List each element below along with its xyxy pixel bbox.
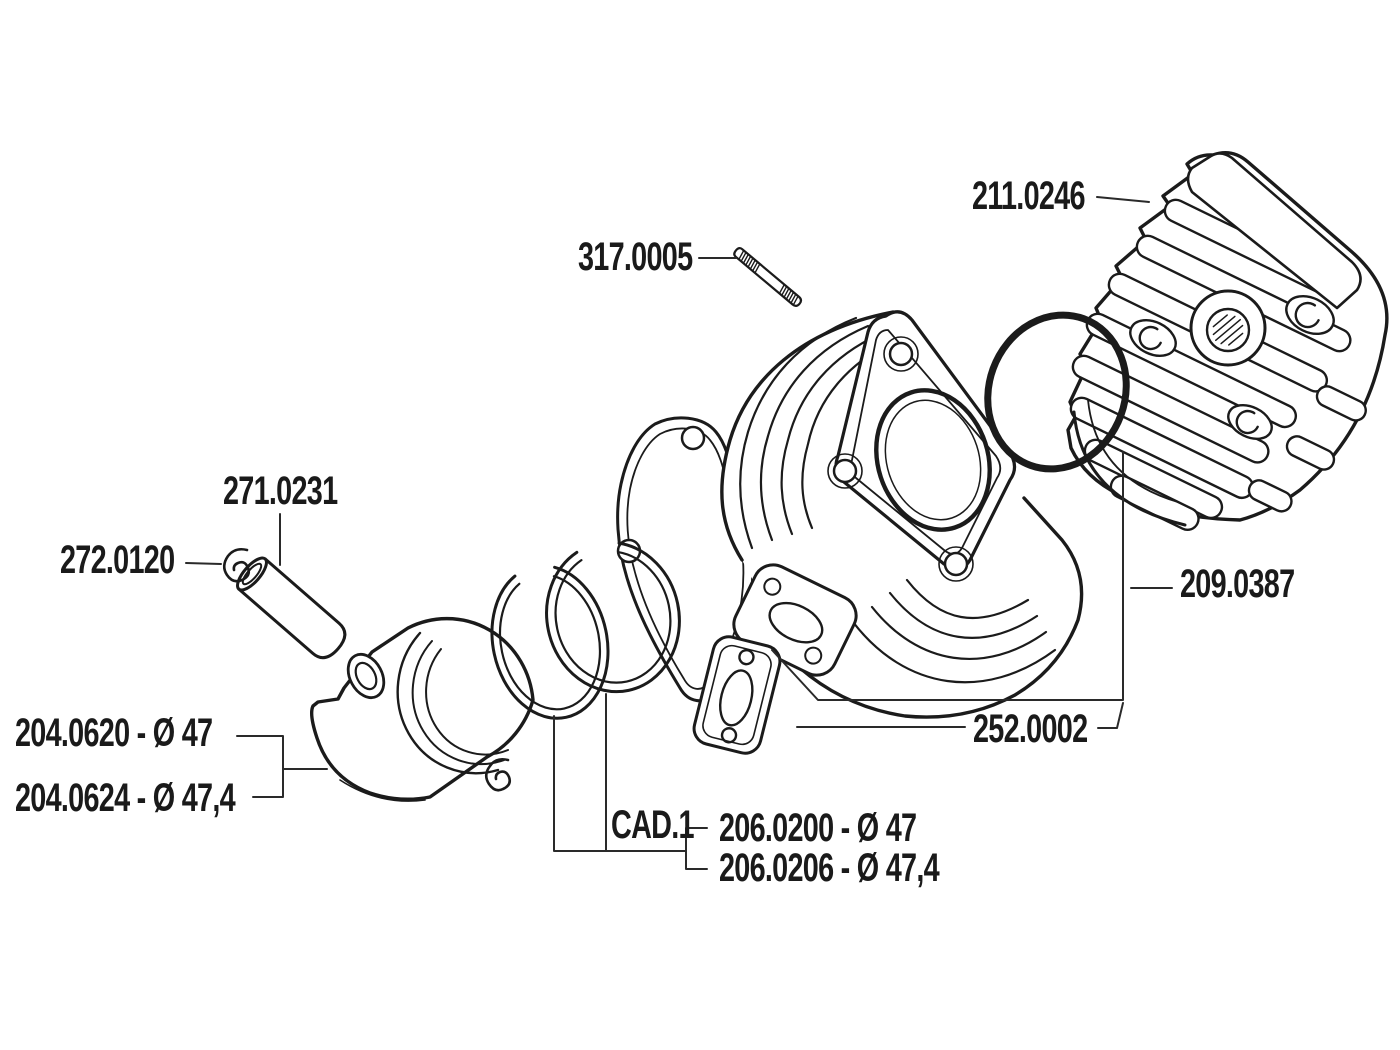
piston-drawing [309, 617, 535, 802]
label-ring-set-d47: 206.0200 - Ø 47 [719, 806, 917, 850]
label-exhaust-gasket: 252.0002 [973, 707, 1088, 751]
label-head-o-ring: 209.0387 [1180, 562, 1295, 606]
pin-circlip-drawing [222, 547, 251, 583]
piston-pin-drawing [236, 556, 347, 660]
label-piston-d47: 204.0620 - Ø 47 [15, 711, 213, 755]
label-stud: 317.0005 [578, 235, 693, 279]
label-pin-circlip: 272.0120 [60, 538, 175, 582]
head-o-ring-drawing [984, 311, 1130, 473]
label-piston-d47-4: 204.0624 - Ø 47,4 [15, 776, 236, 820]
leader-lines [185, 196, 1173, 870]
cylinder-head-drawing [1066, 151, 1389, 532]
leader-head [1096, 196, 1150, 203]
label-ring-set-group: CAD.1 [611, 803, 695, 847]
leader-piston-bracket [236, 735, 328, 798]
piston-circlip-drawing [484, 757, 512, 792]
base-gasket-drawing [616, 416, 755, 703]
label-cylinder-head: 211.0246 [972, 174, 1085, 218]
cylinder-drawing [715, 310, 1084, 719]
stud-drawing [733, 247, 803, 307]
exhaust-gasket-drawing [692, 635, 782, 755]
label-ring-set-d47-4: 206.0206 - Ø 47,4 [719, 846, 940, 890]
leader-circlip [185, 562, 222, 565]
piston-rings-drawing [490, 540, 681, 720]
leader-rings-bracket [553, 693, 708, 870]
label-piston-pin: 271.0231 [223, 469, 338, 513]
leader-exhaust-gasket [771, 451, 1124, 729]
